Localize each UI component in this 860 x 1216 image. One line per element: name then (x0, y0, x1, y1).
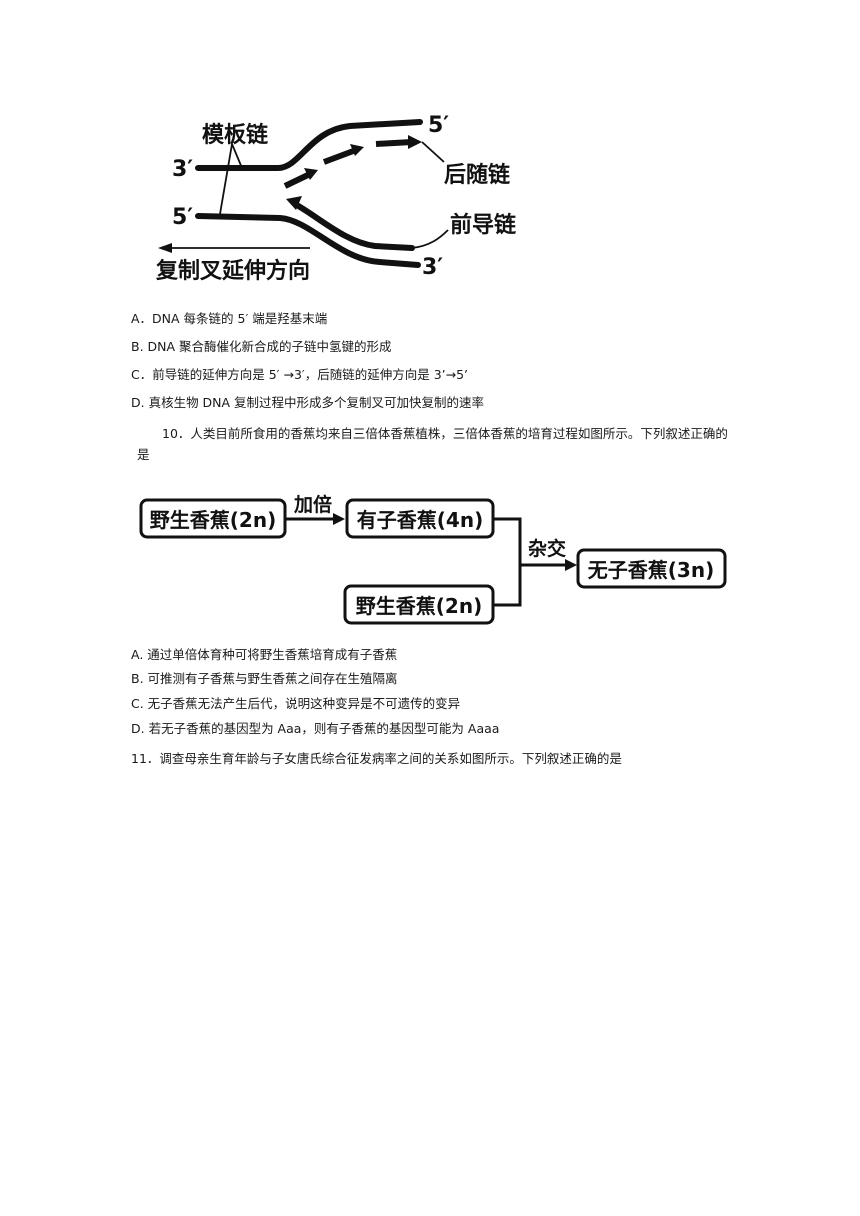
leading-label: 前导链 (450, 212, 516, 238)
q9-option-d: D. 真核生物 DNA 复制过程中形成多个复制叉可加快复制的速率 (131, 395, 485, 410)
box-seeded-text: 有子香蕉(4n) (357, 508, 483, 532)
prime-3-bottom-right: 3′ (422, 255, 443, 280)
template-label: 模板链 (202, 122, 268, 148)
q9-option-c: C．前导链的延伸方向是 5′ →3′，后随链的延伸方向是 3’→5’ (131, 367, 469, 382)
q11-stem: 11．调查母亲生育年龄与子女唐氏综合征发病率之间的关系如图所示。下列叙述正确的是 (131, 751, 622, 766)
box-wild-1-text: 野生香蕉(2n) (150, 508, 276, 532)
leading-strand-head (286, 196, 302, 210)
lagging-fragment-2-head (350, 144, 364, 156)
template-strand-top (195, 119, 423, 171)
lagging-fragment-1 (283, 171, 312, 189)
q9-option-b: B. DNA 聚合酶催化新合成的子链中氢键的形成 (131, 339, 392, 354)
q10-option-a: A. 通过单倍体育种可将野生香蕉培育成有子香蕉 (131, 647, 398, 662)
dna-replication-figure: 模板链 3′ 5′ 5′ 后随链 前导链 3′ 复制叉延伸方向 (155, 113, 516, 284)
lagging-fragment-3-head (408, 135, 422, 149)
lagging-pointer (421, 141, 445, 163)
lagging-fragment-1-head (304, 168, 318, 180)
prime-5-top-right: 5′ (428, 113, 449, 138)
box-wild-2-text: 野生香蕉(2n) (356, 594, 482, 618)
q10-option-b: B. 可推测有子香蕉与野生香蕉之间存在生殖隔离 (131, 671, 398, 686)
box-seedless-text: 无子香蕉(3n) (588, 558, 714, 582)
label-cross: 杂交 (528, 537, 566, 560)
prime-5-left: 5′ (172, 205, 193, 230)
template-pointer (219, 143, 243, 215)
leading-strand (292, 201, 415, 251)
lagging-fragment-2 (322, 147, 358, 165)
label-doubling: 加倍 (293, 493, 332, 516)
arrow-doubling-head (333, 513, 345, 525)
cross-connector (493, 517, 567, 607)
q10-option-d: D. 若无子香蕉的基因型为 Aaa，则有子香蕉的基因型可能为 Aaaa (131, 721, 500, 736)
q10-stem-line1: 10．人类目前所食用的香蕉均来自三倍体香蕉植株，三倍体香蕉的培育过程如图所示。下… (162, 426, 728, 441)
direction-arrow-head (158, 243, 172, 253)
cross-arrow-head (565, 559, 577, 571)
banana-breeding-figure: 野生香蕉(2n) 加倍 有子香蕉(4n) 野生香蕉(2n) 杂交 无子香蕉(3n… (139, 493, 727, 625)
leading-pointer (411, 229, 449, 249)
q10-option-c: C. 无子香蕉无法产生后代，说明这种变异是不可遗传的变异 (131, 696, 461, 711)
q10-stem-line2: 是 (137, 447, 150, 462)
lagging-fragment-3 (375, 139, 413, 147)
lagging-label: 后随链 (444, 162, 510, 188)
direction-label: 复制叉延伸方向 (155, 258, 310, 284)
box-seedless (576, 548, 727, 589)
prime-3-top: 3′ (172, 157, 193, 182)
template-strand-bottom (195, 213, 421, 268)
q9-option-a: A．DNA 每条链的 5′ 端是羟基末端 (131, 311, 328, 326)
